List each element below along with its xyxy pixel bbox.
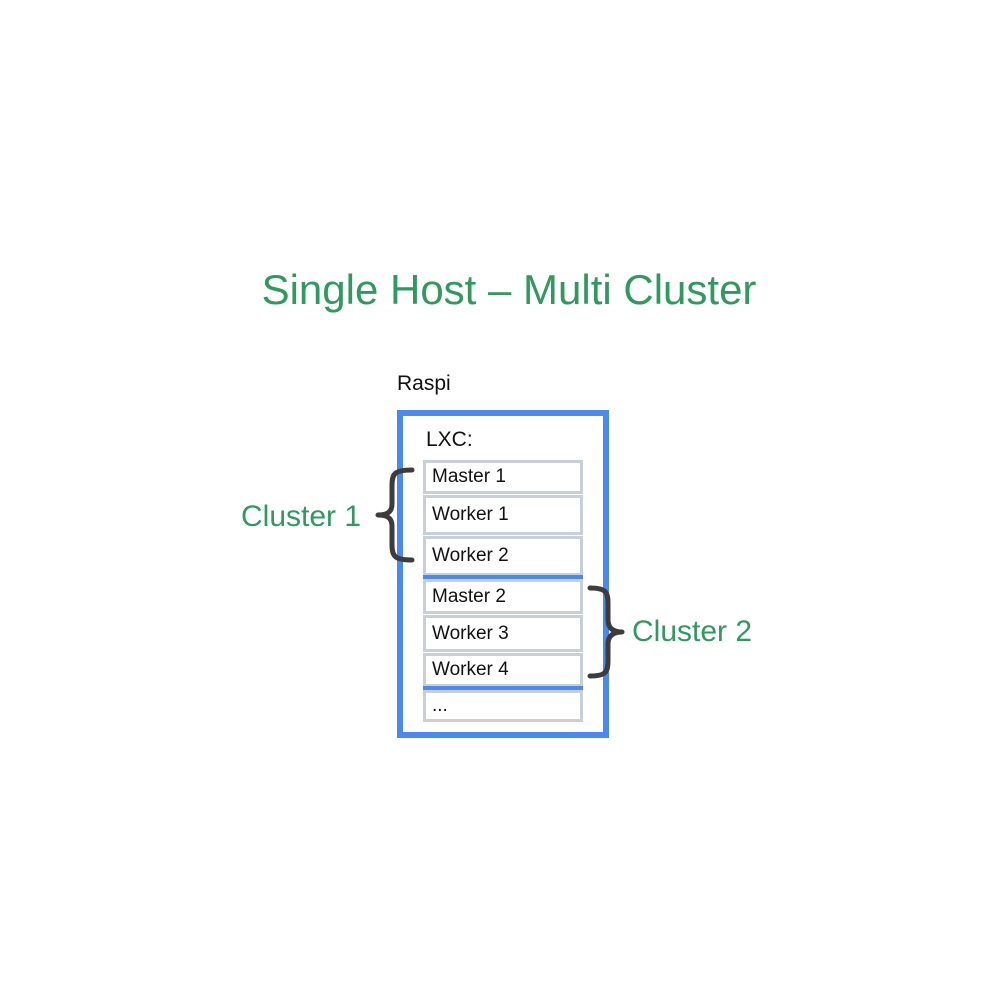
node-worker-3: Worker 3 <box>423 615 583 652</box>
host-label: Raspi <box>397 372 451 395</box>
container-label: LXC: <box>426 428 473 451</box>
cluster-divider-1 <box>423 575 583 579</box>
cluster-2-brace <box>587 585 625 679</box>
node-worker-1: Worker 1 <box>423 495 583 535</box>
node-master-1: Master 1 <box>423 460 583 494</box>
node-worker-2: Worker 2 <box>423 536 583 576</box>
cluster-2-label: Cluster 2 <box>632 615 753 648</box>
node-worker-4: Worker 4 <box>423 653 583 687</box>
cluster-divider-2 <box>423 686 583 690</box>
node-master-2: Master 2 <box>423 579 583 614</box>
node-more: ... <box>423 690 583 722</box>
cluster-1-label: Cluster 1 <box>241 500 362 533</box>
cluster-1-brace <box>375 467 415 563</box>
diagram-title: Single Host – Multi Cluster <box>261 266 757 313</box>
